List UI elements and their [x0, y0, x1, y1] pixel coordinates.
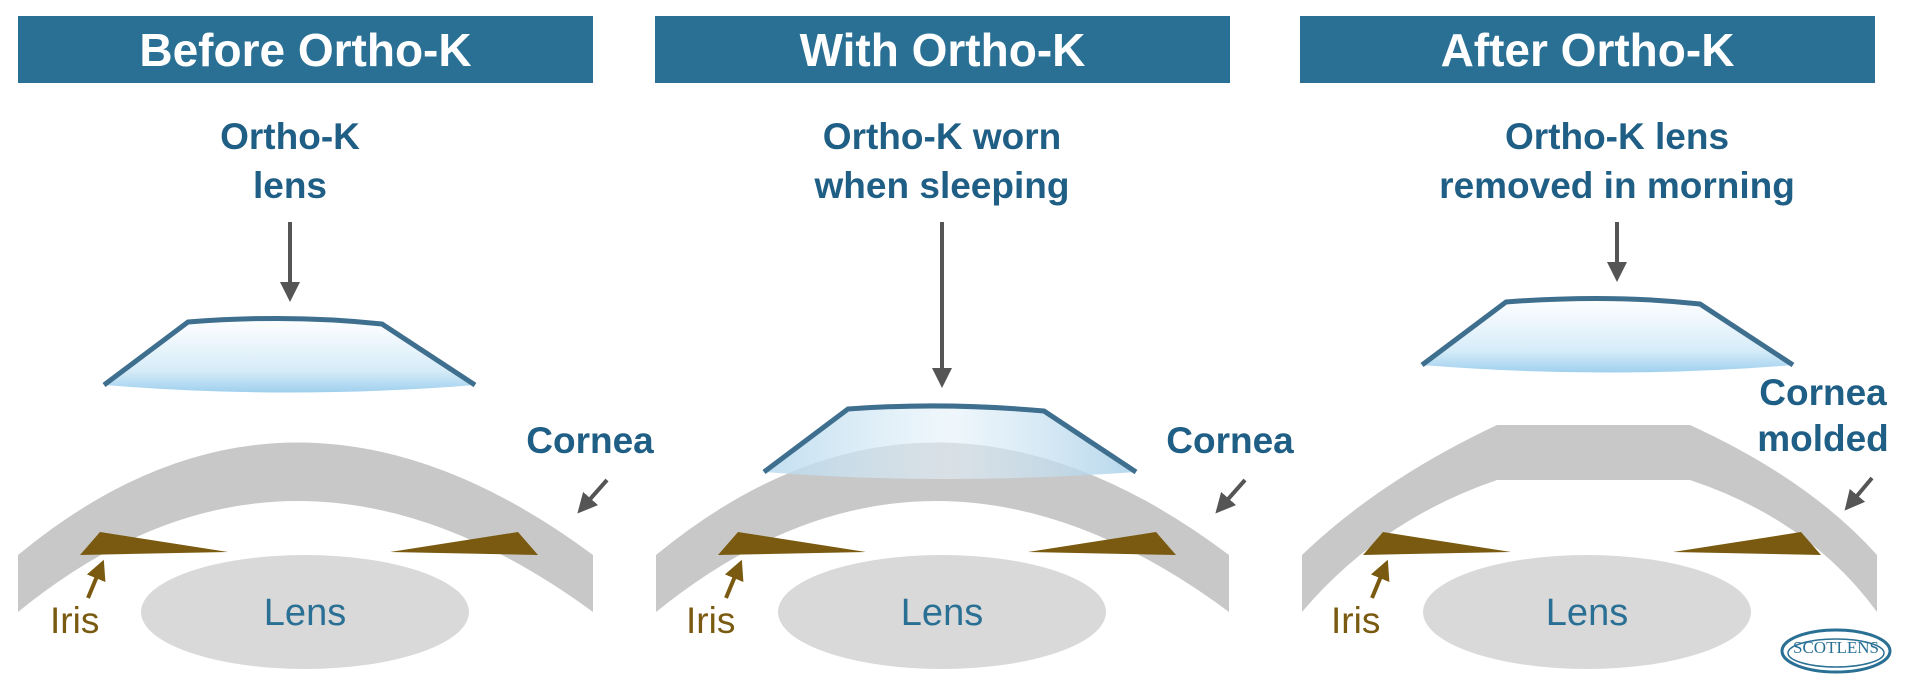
- contact-lens-edge: [762, 403, 1138, 475]
- contact-lens: [104, 318, 475, 393]
- iris-pointer-arrow: [724, 559, 744, 599]
- cornea-shape: [656, 442, 1229, 612]
- eye-lens: [1423, 555, 1751, 669]
- iris-label: Iris: [50, 600, 100, 641]
- panel-title: After Ortho-K: [1300, 16, 1875, 83]
- scotlens-logo-mark: [1780, 628, 1892, 674]
- caption-line: lens: [252, 165, 328, 206]
- iris-right: [1673, 532, 1821, 555]
- cornea-label-line: Cornea: [1166, 420, 1294, 461]
- panel-before-scene: [18, 222, 609, 669]
- contact-lens-edge: [1420, 295, 1795, 368]
- panel-with-scene: [656, 222, 1247, 669]
- scotlens-logo: SCOTLENS: [1793, 638, 1879, 657]
- caption-line: removed in morning: [1439, 165, 1795, 206]
- cornea-molded-shape: [1302, 425, 1877, 612]
- lens-label: Lens: [263, 592, 347, 634]
- lens-caption: Ortho-K lens: [140, 112, 440, 210]
- contact-lens-worn: [764, 405, 1136, 479]
- iris-left: [1363, 532, 1511, 555]
- iris-label: Iris: [1331, 600, 1381, 641]
- contact-lens-edge: [102, 315, 477, 388]
- lens-label: Lens: [900, 592, 984, 634]
- iris-label: Iris: [686, 600, 736, 641]
- cornea-pointer-arrow: [1215, 478, 1247, 514]
- caption-line: when sleeping: [814, 165, 1070, 206]
- iris-right: [390, 532, 538, 555]
- eye-lens: [778, 555, 1106, 669]
- lens-caption: Ortho-K worn when sleeping: [742, 112, 1142, 210]
- iris-left: [718, 532, 866, 555]
- iris-right: [1028, 532, 1176, 555]
- cornea-label-line: Cornea: [526, 420, 654, 461]
- caption-line: Ortho-K worn: [822, 116, 1062, 157]
- cornea-label-line: Cornea: [1759, 372, 1887, 413]
- cornea-pointer-arrow: [577, 478, 609, 514]
- lens-label: Lens: [1545, 592, 1629, 634]
- iris-left: [80, 532, 228, 555]
- panel-title: Before Ortho-K: [18, 16, 593, 83]
- caption-line: Ortho-K: [220, 116, 360, 157]
- cornea-label: Cornea: [1160, 418, 1300, 464]
- cornea-label: Cornea molded: [1748, 370, 1898, 462]
- panel-title: With Ortho-K: [655, 16, 1230, 83]
- cornea-pointer-arrow: [1844, 476, 1874, 511]
- caption-line: Ortho-K lens: [1504, 116, 1730, 157]
- contact-lens: [1422, 298, 1793, 373]
- panel-after-scene: [1302, 222, 1877, 669]
- iris-pointer-arrow: [86, 559, 106, 599]
- lens-caption: Ortho-K lens removed in morning: [1402, 112, 1832, 210]
- cornea-label: Cornea: [520, 418, 660, 464]
- cornea-shape: [18, 442, 593, 612]
- cornea-label-line: molded: [1757, 418, 1889, 459]
- eye-lens: [141, 555, 469, 669]
- iris-pointer-arrow: [1370, 559, 1390, 599]
